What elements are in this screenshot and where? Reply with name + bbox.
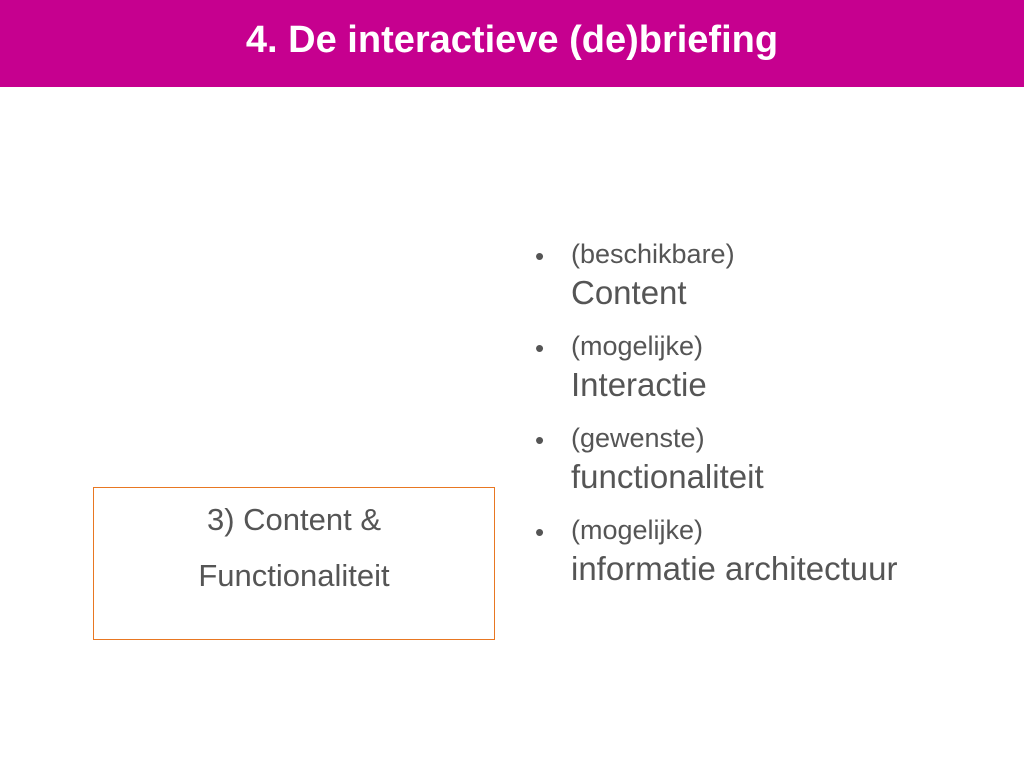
bullet-list: • (beschikbare) Content • (mogelijke) In…	[535, 236, 995, 604]
bullet-term: functionaliteit	[571, 458, 764, 495]
bullet-dot-icon: •	[535, 517, 545, 547]
slide-title: 4. De interactieve (de)briefing	[245, 19, 779, 61]
bullet-term: Content	[571, 274, 687, 311]
title-bar: 4. De interactieve (de)briefing	[0, 0, 1024, 87]
bullet-qualifier: (beschikbare)	[571, 239, 735, 269]
bullet-item-information-architecture: • (mogelijke) informatie architectuur	[535, 512, 995, 590]
box-line-2: Functionaliteit	[198, 558, 390, 593]
bullet-qualifier: (mogelijke)	[571, 515, 704, 545]
bullet-item-content: • (beschikbare) Content	[535, 236, 995, 314]
bullet-dot-icon: •	[535, 333, 545, 363]
bullet-term: Interactie	[571, 366, 707, 403]
box-line-1: 3) Content &	[206, 502, 382, 537]
bullet-dot-icon: •	[535, 425, 545, 455]
bullet-term: informatie architectuur	[571, 550, 898, 587]
content-functionality-box: 3) Content & Functionaliteit	[93, 487, 495, 640]
bullet-item-functionality: • (gewenste) functionaliteit	[535, 420, 995, 498]
bullet-dot-icon: •	[535, 241, 545, 271]
bullet-qualifier: (gewenste)	[571, 423, 705, 453]
bullet-item-interaction: • (mogelijke) Interactie	[535, 328, 995, 406]
bullet-qualifier: (mogelijke)	[571, 331, 704, 361]
